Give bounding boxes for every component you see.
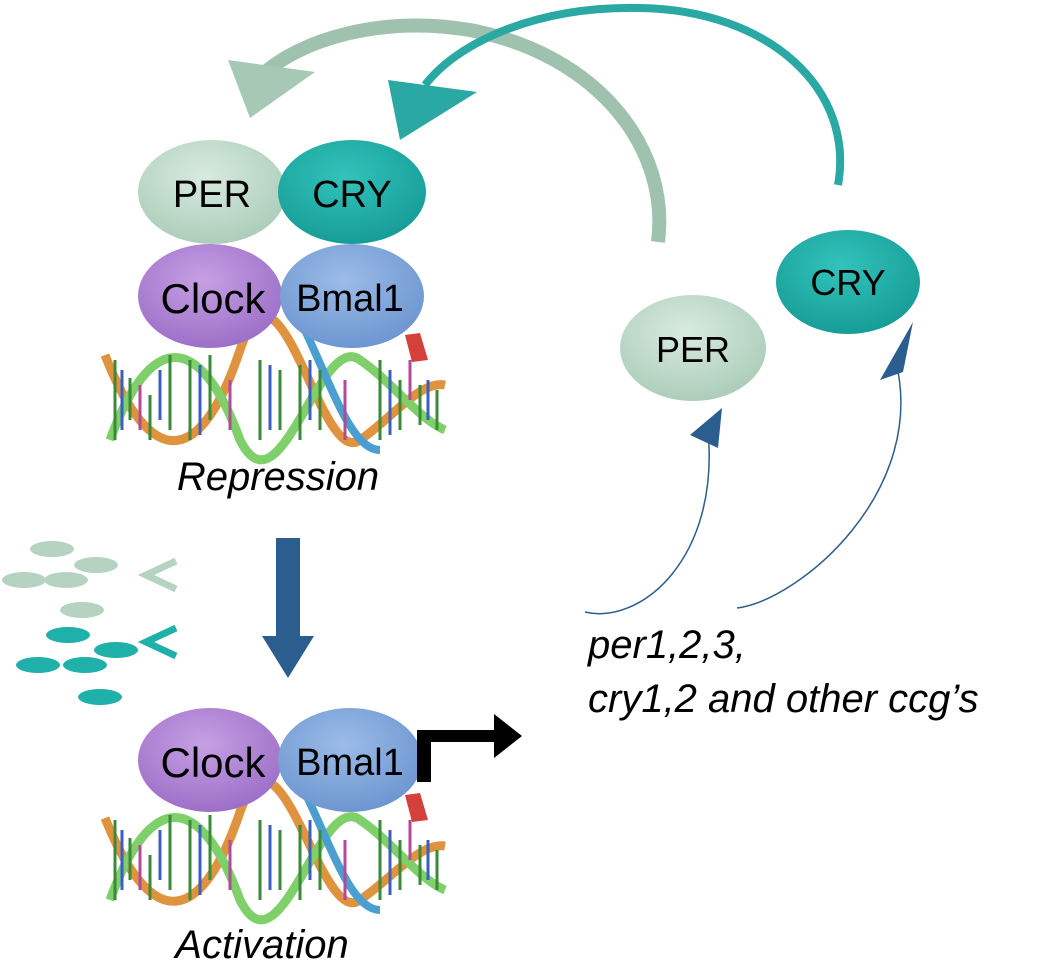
clock-label: Clock: [160, 275, 266, 322]
free-cry-label: CRY: [810, 262, 885, 303]
transition-arrow: [262, 538, 314, 678]
dna-helix-icon: [100, 776, 447, 925]
target-genes-label: per1,2,3, cry1,2 and other ccg’s: [587, 623, 979, 721]
cry-feedback-arrow: [388, 3, 845, 186]
dna-helix-icon: [100, 311, 447, 465]
bmal1-protein: [278, 708, 422, 812]
free-proteins: PER CRY: [620, 230, 920, 401]
free-per-label: PER: [656, 329, 730, 370]
cry-protein: [278, 140, 426, 244]
cry-label: CRY: [312, 174, 392, 216]
clock-protein: [138, 244, 282, 348]
degradation-chevron-icon: [137, 557, 178, 593]
translation-arrows: [584, 322, 913, 615]
bmal1-label: Bmal1: [296, 278, 404, 320]
repression-caption: Repression: [177, 455, 379, 499]
free-per-protein: [620, 295, 766, 401]
target-genes-line1: per1,2,3,: [587, 623, 746, 667]
per-label: PER: [173, 174, 251, 216]
transcription-start-arrow-icon: [417, 714, 522, 782]
repression-complex: PER CRY Clock Bmal1 Repression: [100, 140, 447, 499]
target-genes-line2: cry1,2 and other ccg’s: [588, 677, 979, 721]
activation-complex: Clock Bmal1 Activation: [100, 708, 522, 962]
per-feedback-arrow: [228, 18, 667, 243]
clock-protein: [138, 708, 282, 812]
bmal1-label: Bmal1: [296, 742, 404, 784]
activation-caption: Activation: [173, 923, 348, 962]
per-protein: [138, 140, 286, 244]
degradation-pool: [2, 541, 178, 705]
degradation-chevron-icon: [137, 624, 178, 660]
clock-label: Clock: [160, 739, 266, 786]
free-cry-protein: [776, 230, 920, 334]
bmal1-protein: [280, 244, 424, 348]
